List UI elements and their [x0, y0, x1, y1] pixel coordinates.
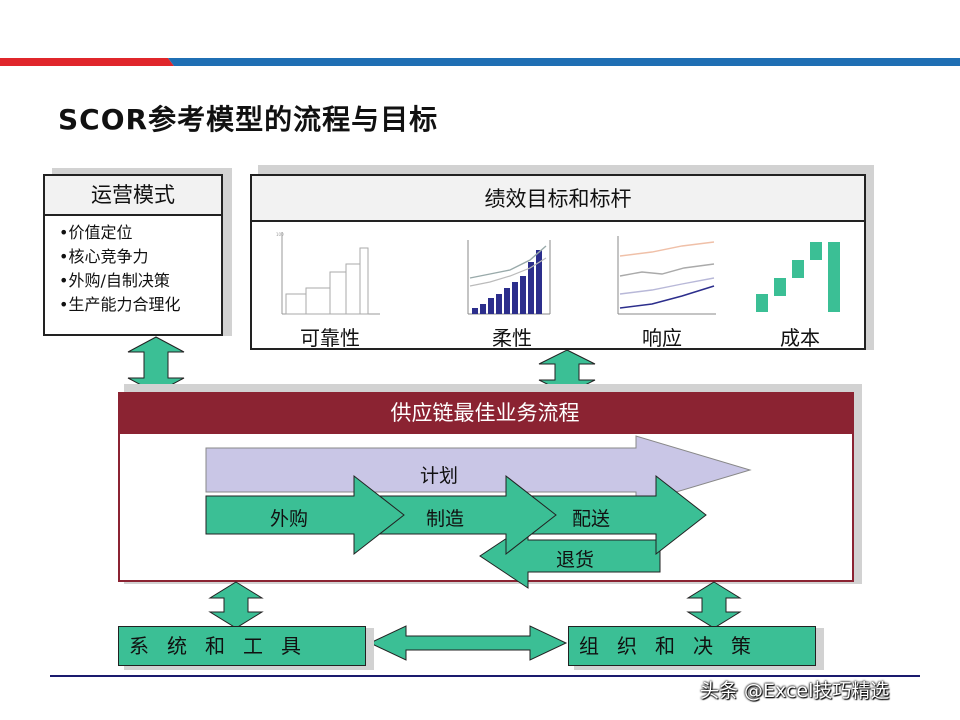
metric-responsiveness: 响应 — [642, 326, 682, 350]
operations-item: •生产能力合理化 — [59, 295, 181, 314]
operations-mode-box: 运营模式 •价值定位 •核心竞争力 •外购/自制决策 •生产能力合理化 — [43, 174, 223, 336]
make-arrow — [379, 474, 557, 556]
source-arrow — [205, 474, 405, 556]
svg-text:100: 100 — [276, 232, 284, 237]
operations-item: •外购/自制决策 — [59, 271, 170, 290]
performance-heading: 绩效目标和标杆 — [252, 176, 864, 222]
metric-cost: 成本 — [780, 326, 820, 350]
deliver-arrow — [529, 474, 707, 556]
source-label: 外购 — [270, 508, 309, 530]
header-stripe — [0, 0, 960, 66]
performance-box: 绩效目标和标杆 100 — [250, 174, 866, 350]
reliability-mini-chart: 100 — [276, 232, 380, 315]
watermark-text: 头条 @Excel技巧精选 — [700, 680, 890, 702]
return-label: 退货 — [556, 549, 595, 571]
make-label: 制造 — [426, 508, 465, 530]
cost-mini-chart — [756, 242, 840, 312]
plan-arrow — [205, 435, 752, 505]
metric-reliability: 可靠性 — [300, 326, 360, 350]
organization-decision-box: 组织和决策 — [568, 626, 816, 666]
deliver-label: 配送 — [572, 508, 611, 530]
operations-item: •核心竞争力 — [59, 247, 149, 266]
operations-item: •价值定位 — [59, 223, 133, 242]
flexibility-bars — [472, 250, 542, 314]
systems-tools-box: 系统和工具 — [118, 626, 366, 666]
operations-mode-heading: 运营模式 — [45, 176, 221, 216]
plan-label: 计划 — [420, 465, 459, 487]
double-arrow-left-bottom — [208, 581, 264, 629]
double-arrow-right-bottom — [686, 581, 742, 629]
double-arrow-horizontal — [368, 625, 568, 661]
process-band: 供应链最佳业务流程 — [118, 392, 852, 434]
footer-rule — [50, 675, 920, 677]
responsiveness-mini-chart — [617, 236, 716, 315]
page-title: SCOR参考模型的流程与目标 — [58, 103, 439, 136]
metric-flexibility: 柔性 — [492, 326, 532, 350]
flexibility-mini-chart — [467, 240, 551, 315]
